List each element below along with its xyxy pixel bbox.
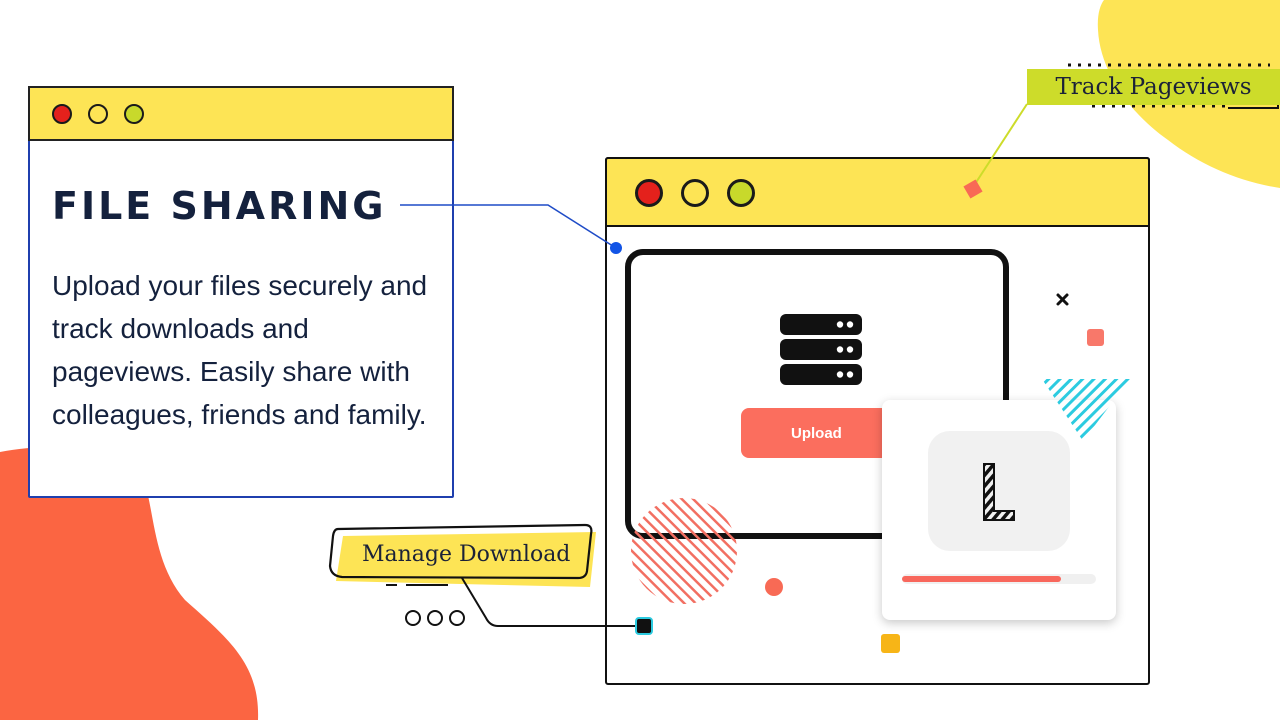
info-card: FILE SHARING Upload your files securely … [28,86,454,498]
minimize-dot-icon [88,104,108,124]
browser-titlebar [605,157,1150,227]
maximize-dot-icon [727,179,755,207]
close-dot-icon [635,179,663,207]
download-progress-fill [902,576,1061,582]
card-description: Upload your files securely and track dow… [52,270,428,430]
track-pageviews-label[interactable]: Track Pageviews [1027,69,1280,105]
download-progress-bar [902,574,1096,584]
upload-button[interactable]: Upload [741,408,893,458]
card-title: FILE SHARING [52,184,387,228]
server-icon [780,314,862,385]
logo-tile: L [928,431,1070,551]
file-preview-card: L [882,400,1116,620]
track-pageviews-callout: Track Pageviews [1027,69,1280,111]
manage-download-label[interactable]: Manage Download [362,541,571,567]
maximize-dot-icon [124,104,144,124]
info-card-titlebar [28,86,454,141]
logo-letter-icon: L [983,463,1015,521]
close-dot-icon [52,104,72,124]
orange-blob [0,446,259,720]
minimize-dot-icon [681,179,709,207]
